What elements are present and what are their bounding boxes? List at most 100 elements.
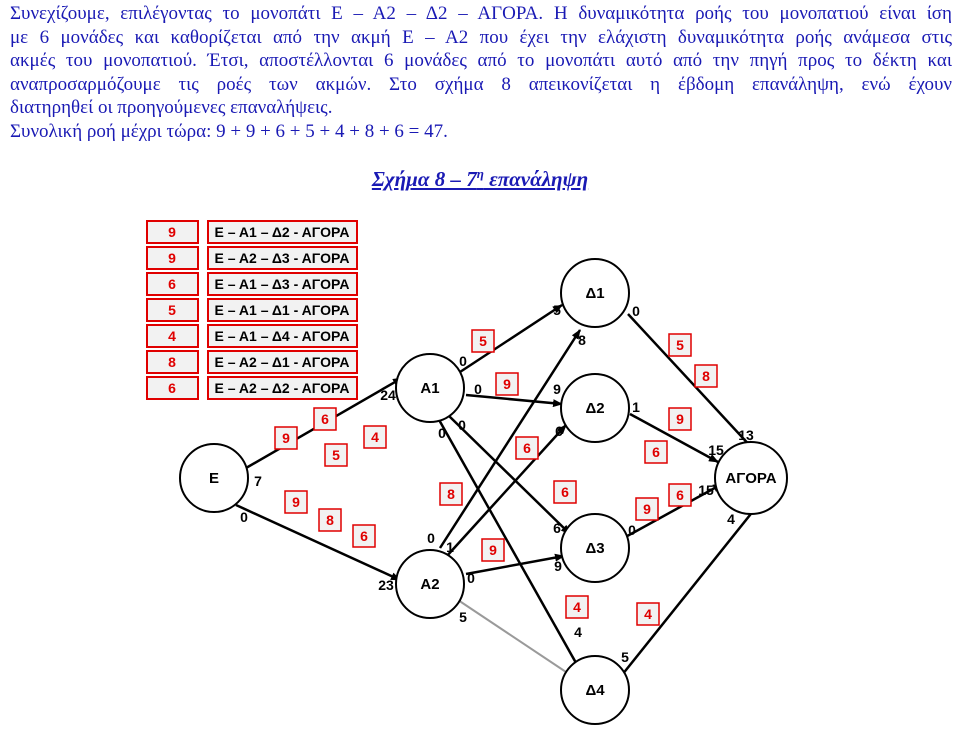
flow-box: 8: [439, 482, 463, 506]
flow-value: 9: [292, 494, 300, 510]
capacity-label: 9: [554, 558, 562, 574]
capacity-label: 4: [574, 624, 582, 640]
node-agora: ΑΓΟΡΑ: [714, 441, 788, 515]
flow-value: 6: [523, 440, 531, 456]
edge-e-a2: [235, 503, 401, 582]
capacity-label: 7: [254, 473, 262, 489]
path-flow-value: 4: [168, 328, 176, 344]
path-route-label: Ε – Α1 – Δ4 - ΑΓΟΡΑ: [215, 328, 350, 344]
flow-box: 6: [644, 440, 668, 464]
capacity-label: 0: [467, 570, 475, 586]
flow-box: 9: [481, 538, 505, 562]
flow-box: 6: [313, 407, 337, 431]
path-route-label: Ε – Α2 – Δ2 - ΑΓΟΡΑ: [215, 380, 350, 396]
edge-d1-ag: [627, 313, 755, 451]
node-a2: Α2: [395, 549, 465, 619]
node-d3: Δ3: [560, 513, 630, 583]
flow-value: 6: [652, 444, 660, 460]
edge-a2-d2: [445, 424, 567, 558]
node-label: Δ2: [585, 400, 604, 417]
edge-a1-d3: [447, 414, 571, 535]
edge-a2-d1: [438, 329, 582, 549]
capacity-label: 24: [380, 387, 396, 403]
paragraph-line-2: με 6 μονάδες και καθορίζεται από την ακμ…: [10, 26, 952, 48]
node-label: Α2: [420, 576, 439, 593]
edge-d4-ag: [617, 504, 759, 681]
capacity-label: 1: [446, 539, 454, 555]
flow-box: 8: [694, 364, 718, 388]
caption-prefix: Σχήμα 8 – 7: [371, 167, 477, 191]
flow-box: 4: [636, 602, 660, 626]
caption-suffix: επανάληψη: [483, 167, 589, 191]
flow-value: 8: [702, 368, 710, 384]
flow-box: 9: [274, 426, 298, 450]
flow-value: 8: [447, 486, 455, 502]
path-flow-value: 9: [168, 224, 176, 240]
flow-box: 9: [635, 497, 659, 521]
paragraph-line-3: ακμές του μονοπατιού. Έτσι, αποστέλλοντα…: [10, 50, 952, 71]
flow-box: 5: [471, 329, 495, 353]
path-row: 6 Ε – Α2 – Δ2 - ΑΓΟΡΑ: [146, 376, 358, 400]
node-label: ΑΓΟΡΑ: [725, 470, 776, 487]
path-route-label: Ε – Α1 – Δ1 - ΑΓΟΡΑ: [215, 302, 350, 318]
path-flow-value: 5: [168, 302, 176, 318]
path-flow-value: 8: [168, 354, 176, 370]
edge-a1-d4: [436, 417, 582, 671]
flow-box: 6: [352, 524, 376, 548]
path-flow-value: 6: [168, 276, 176, 292]
flow-box: 6: [668, 483, 692, 507]
explanation-paragraph: Συνεχίζουμε, επιλέγοντας το μονοπάτι Ε –…: [10, 2, 952, 143]
flow-value: 8: [326, 512, 334, 528]
flow-value: 5: [479, 333, 487, 349]
paragraph-line-1: Συνεχίζουμε, επιλέγοντας το μονοπάτι Ε –…: [10, 3, 952, 24]
capacity-label: 4: [727, 511, 735, 527]
flow-box: 9: [668, 407, 692, 431]
flow-box: 6: [553, 480, 577, 504]
flow-value: 6: [676, 487, 684, 503]
capacity-label: 5: [459, 609, 467, 625]
figure-caption: Σχήμα 8 – 7η επανάληψη: [0, 166, 960, 192]
flow-value: 9: [282, 430, 290, 446]
capacity-label: 0: [474, 381, 482, 397]
edge-a2-d4: [457, 599, 579, 681]
capacity-label: 5: [553, 302, 561, 318]
flow-value: 6: [360, 528, 368, 544]
path-row: 5 Ε – Α1 – Δ1 - ΑΓΟΡΑ: [146, 298, 358, 322]
path-flow-value: 6: [168, 380, 176, 396]
edge-d3-ag: [619, 482, 723, 542]
capacity-label: 0: [628, 522, 636, 538]
node-label: Δ4: [585, 682, 605, 699]
capacity-label: 8: [578, 332, 586, 348]
capacity-label: 6: [555, 423, 563, 439]
capacity-label: 0: [240, 509, 248, 525]
flow-value: 4: [371, 429, 379, 445]
capacity-label: 23: [378, 577, 394, 593]
node-label: Ε: [209, 470, 219, 487]
capacity-label: 13: [738, 427, 754, 443]
paragraph-line-4: αναπροσαρμόζουμε τις ροές των ακμών. Στο…: [10, 73, 952, 95]
capacity-label: 1: [632, 399, 640, 415]
capacity-label: 0: [438, 425, 446, 441]
flow-box: 8: [318, 508, 342, 532]
flow-value: 5: [676, 337, 684, 353]
flow-value: 6: [561, 484, 569, 500]
flow-box: 6: [515, 436, 539, 460]
capacity-label: 9: [553, 381, 561, 397]
edge-a2-d3: [465, 553, 565, 576]
flow-box: 5: [668, 333, 692, 357]
flow-value: 4: [573, 599, 581, 615]
capacity-label: 0: [632, 303, 640, 319]
flow-value: 9: [676, 411, 684, 427]
total-flow-line: Συνολική ροή μέχρι τώρα: 9 + 9 + 6 + 5 +…: [10, 120, 448, 142]
node-label: Δ3: [585, 540, 604, 557]
capacity-label: 15: [698, 482, 714, 498]
path-route-label: Ε – Α1 – Δ2 - ΑΓΟΡΑ: [215, 224, 350, 240]
edge-d2-ag: [629, 412, 719, 464]
path-row: 4 Ε – Α1 – Δ4 - ΑΓΟΡΑ: [146, 324, 358, 348]
node-label: Α1: [420, 380, 439, 397]
